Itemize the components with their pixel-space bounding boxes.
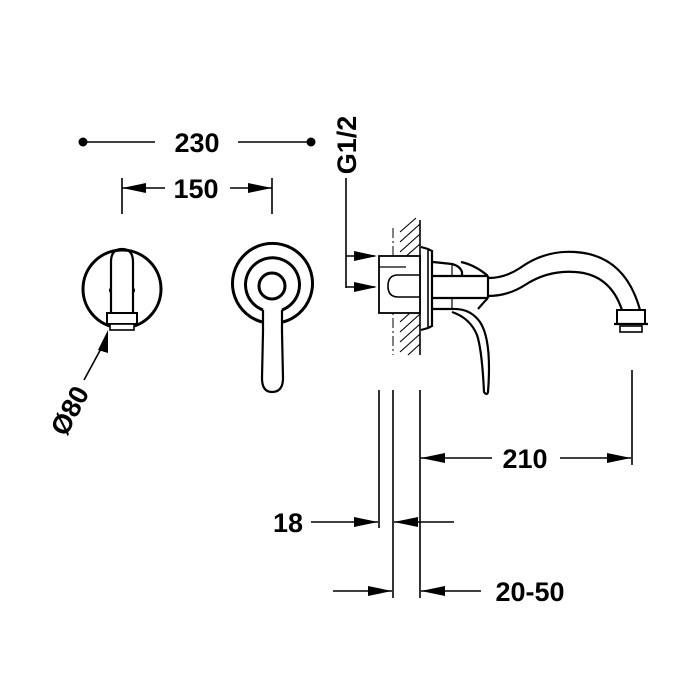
dimension-230-label: 230 [174,128,219,158]
dimension-18: 18 [273,390,454,598]
dimension-230: 230 [78,128,316,158]
dimension-20-50-label: 20-50 [495,577,564,607]
dimension-150: 150 [121,174,273,214]
dimension-20-50: 20-50 [333,577,565,607]
dimension-210-label: 210 [502,444,547,474]
left-rosette-front-view [81,247,163,331]
dimension-150-label: 150 [173,174,218,204]
dimension-18-label: 18 [273,508,303,538]
embedded-body [378,255,421,314]
dimension-210: 210 [419,370,633,598]
dimension-g12: G1/2 [332,116,377,292]
dimension-diameter-label: Ø80 [45,381,95,440]
mixer-spout-side-view [432,250,648,396]
rosette-side-view [420,245,434,332]
dimension-diameter-80: Ø80 [45,330,108,440]
handle-front-view [231,241,314,394]
dimension-g12-label: G1/2 [332,116,362,175]
